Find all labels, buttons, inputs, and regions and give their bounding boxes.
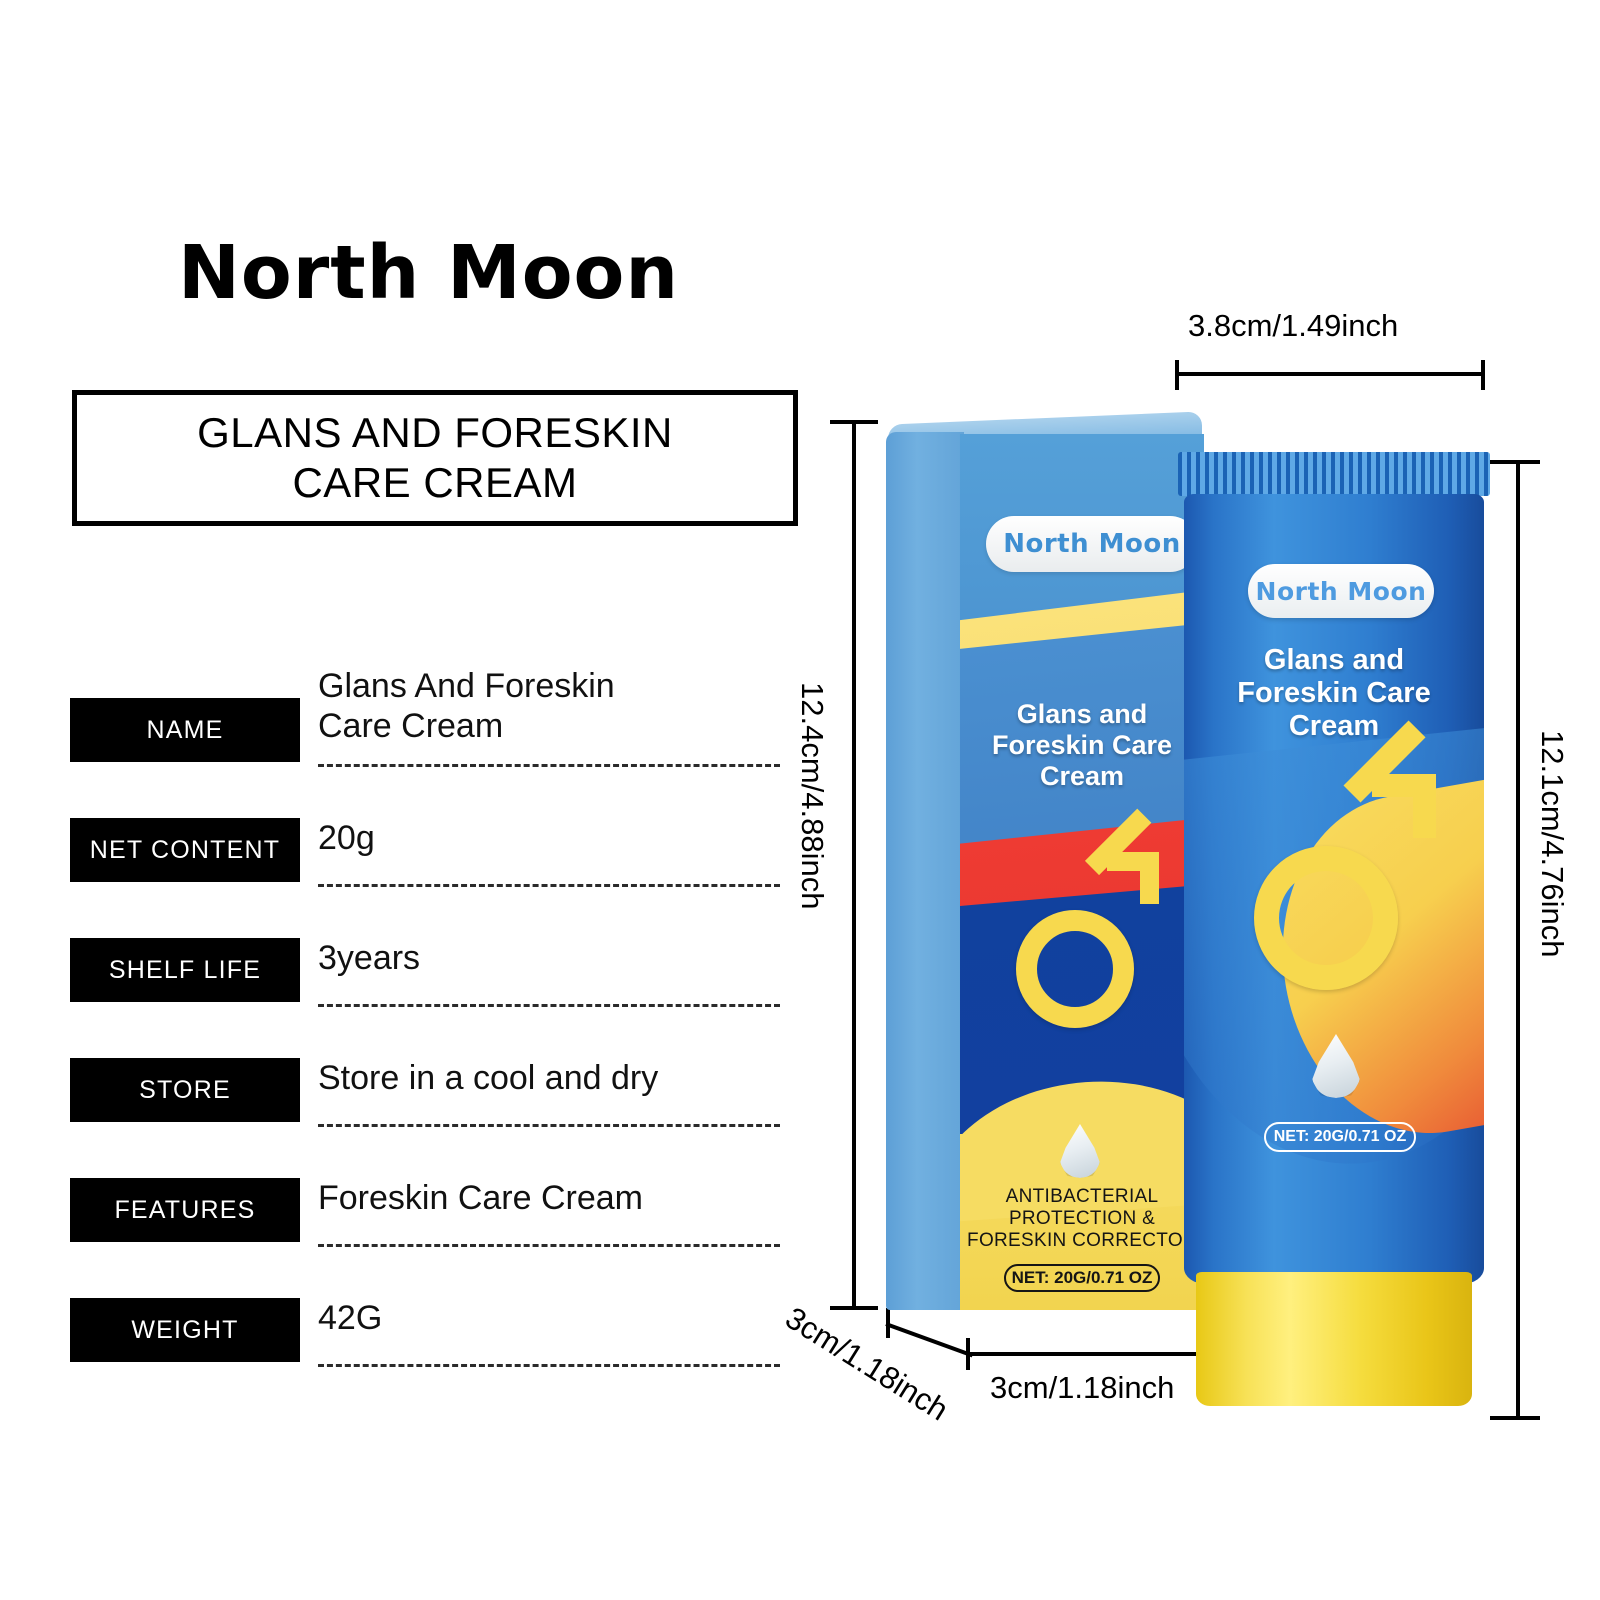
dimension-line-right [1516, 460, 1520, 1420]
spec-value-shelf-life: 3years [318, 912, 780, 1004]
tube-cap [1196, 1272, 1472, 1406]
dimension-cap-left-top [830, 420, 878, 424]
spec-row: NET CONTENT 20g [70, 810, 782, 930]
dimension-label-box-width-bottom: 3cm/1.18inch [990, 1370, 1175, 1405]
dimension-cap-depth-left [886, 1308, 890, 1338]
dimension-line-depth [885, 1322, 974, 1358]
spec-key-features: FEATURES [70, 1178, 300, 1242]
spec-key-shelf-life: SHELF LIFE [70, 938, 300, 1002]
spec-divider [318, 884, 780, 887]
spec-row: FEATURES Foreskin Care Cream [70, 1170, 782, 1290]
dimension-line-bottom [966, 1352, 1216, 1356]
dimension-cap-right-top [1490, 460, 1540, 464]
spec-divider [318, 1364, 780, 1367]
tube-brand-pill: North Moon [1248, 564, 1434, 618]
product-scene: 3.8cm/1.49inch 12.4cm/4.88inch 12.1cm/4.… [779, 280, 1600, 1480]
dimension-label-box-width-top: 3.8cm/1.49inch [1188, 308, 1399, 343]
dimension-line-left [852, 420, 856, 1310]
spec-value-store: Store in a cool and dry [318, 1032, 780, 1124]
brand-title: North Moon [178, 230, 680, 316]
spec-key-label: STORE [139, 1075, 231, 1104]
spec-key-net-content: NET CONTENT [70, 818, 300, 882]
carton-net-weight-badge: NET: 20G/0.71 OZ [1004, 1264, 1160, 1292]
spec-key-name: NAME [70, 698, 300, 762]
tube-crimp-seal [1178, 452, 1490, 496]
spec-divider [318, 1244, 780, 1247]
dimension-cap-right-bottom [1490, 1416, 1540, 1420]
dimension-line-top [1175, 372, 1485, 376]
spec-row: SHELF LIFE 3years [70, 930, 782, 1050]
dimension-label-box-depth: 3cm/1.18inch [779, 1300, 955, 1428]
carton-brand-pill: North Moon [986, 516, 1198, 572]
carton-side-face [886, 432, 964, 1310]
spec-divider [318, 1124, 780, 1127]
tube-brand-label: North Moon [1255, 576, 1427, 606]
spec-divider [318, 764, 780, 767]
spec-value-weight: 42G [318, 1272, 780, 1364]
male-symbol-circle [1016, 910, 1134, 1028]
spec-key-label: FEATURES [114, 1195, 256, 1224]
male-symbol-icon [1252, 720, 1442, 994]
product-title-line-1: GLANS AND FORESKIN [197, 409, 673, 457]
spec-key-store: STORE [70, 1058, 300, 1122]
dimension-cap-top-left [1175, 360, 1179, 390]
spec-row: STORE Store in a cool and dry [70, 1050, 782, 1170]
spec-value-text: Store in a cool and dry [318, 1058, 659, 1097]
male-symbol-circle [1254, 846, 1398, 990]
spec-key-label: NAME [146, 715, 224, 744]
dimension-cap-left-bottom [830, 1306, 878, 1310]
spec-key-label: WEIGHT [131, 1315, 239, 1344]
dimension-cap-top-right [1481, 360, 1485, 390]
product-title-line-2: CARE CREAM [292, 459, 578, 506]
male-symbol-arrowhead-vertical [1140, 852, 1159, 904]
spec-key-label: SHELF LIFE [108, 955, 262, 984]
male-symbol-arrowhead-vertical [1413, 774, 1436, 838]
dimension-label-box-height: 12.4cm/4.88inch [795, 682, 830, 910]
spec-value-text: 42G [318, 1298, 383, 1337]
spec-value-features: Foreskin Care Cream [318, 1152, 780, 1244]
tube-net-weight-badge: NET: 20G/0.71 OZ [1264, 1122, 1416, 1152]
spec-divider [318, 1004, 780, 1007]
product-title-text: GLANS AND FORESKIN CARE CREAM [197, 408, 673, 507]
spec-value-text: 3years [318, 938, 421, 977]
male-symbol-icon [1014, 808, 1164, 1032]
carton-brand-label: North Moon [1003, 529, 1181, 559]
spec-row: WEIGHT 42G [70, 1290, 782, 1410]
product-title-box: GLANS AND FORESKIN CARE CREAM [72, 390, 798, 526]
dimension-label-tube-height: 12.1cm/4.76inch [1535, 730, 1570, 958]
spec-key-weight: WEIGHT [70, 1298, 300, 1362]
spec-value-net-content: 20g [318, 792, 780, 884]
spec-value-text: 20g [318, 818, 375, 857]
spec-value-text: Foreskin Care Cream [318, 1178, 643, 1217]
spec-key-label: NET CONTENT [89, 835, 281, 864]
